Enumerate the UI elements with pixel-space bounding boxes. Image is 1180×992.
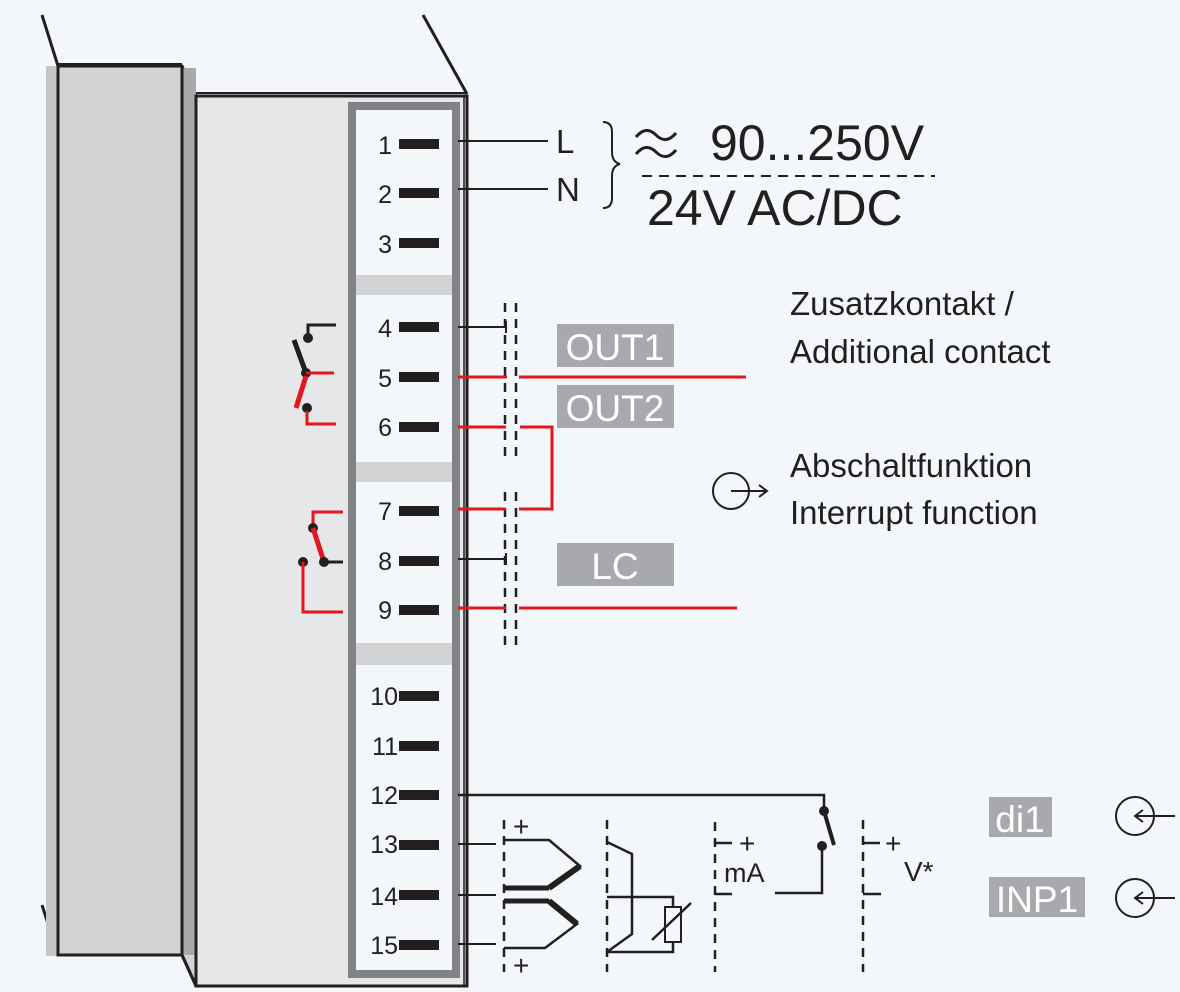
terminal-number: 1	[378, 132, 392, 160]
terminal-screw	[399, 840, 439, 850]
terminal-12[interactable]: 12	[370, 782, 439, 810]
terminal-2[interactable]: 2	[378, 181, 439, 209]
tc-plus-top: +	[513, 811, 529, 842]
terminal-screw	[399, 372, 439, 382]
badge-di1: di1	[989, 797, 1052, 840]
interrupt-output-icon	[712, 472, 769, 510]
terminal-number: 9	[378, 597, 392, 625]
terminal-separator	[356, 462, 452, 482]
svg-text:LC: LC	[591, 546, 638, 587]
badge-lc: LC	[557, 543, 674, 587]
terminal-number: 6	[378, 414, 392, 442]
terminal-number: 3	[378, 231, 392, 259]
terminal-screw	[399, 188, 439, 198]
ac-voltage-range: 90...250V	[710, 115, 925, 171]
terminal-14[interactable]: 14	[370, 883, 439, 911]
note-interrupt-en: Interrupt function	[790, 494, 1038, 531]
badge-inp1: INP1	[989, 877, 1085, 920]
terminal-number: 13	[370, 831, 398, 859]
label-L: L	[556, 123, 574, 160]
terminal-10[interactable]: 10	[370, 683, 439, 711]
wire-terminal-12	[458, 793, 826, 811]
terminal-screw	[399, 322, 439, 332]
terminal-screw	[399, 605, 439, 615]
relay-out1-symbol	[291, 323, 336, 426]
terminal-5[interactable]: 5	[378, 365, 439, 393]
terminal-9[interactable]: 9	[378, 597, 439, 625]
v-plus: +	[885, 828, 901, 859]
svg-text:INP1: INP1	[996, 879, 1078, 920]
terminal-screw	[399, 940, 439, 950]
terminal-6[interactable]: 6	[378, 414, 439, 442]
di1-input-icon	[1115, 796, 1175, 836]
terminal-number: 5	[378, 365, 392, 393]
terminal-4[interactable]: 4	[378, 315, 439, 343]
wire-bridge-6-7	[519, 425, 554, 511]
terminal-number: 4	[378, 315, 392, 343]
rtd-sensor-icon	[606, 840, 692, 954]
tc-plus-bottom: +	[513, 950, 529, 981]
terminal-screw	[399, 506, 439, 516]
terminal-number: 7	[378, 498, 392, 526]
relay-out2-symbol	[298, 510, 343, 614]
terminal-number: 14	[370, 883, 398, 911]
terminal-number: 2	[378, 181, 392, 209]
terminal-screw	[399, 422, 439, 432]
svg-text:di1: di1	[995, 799, 1044, 840]
svg-text:OUT2: OUT2	[566, 388, 665, 429]
note-additional-contact-de: Zusatzkontakt /	[790, 285, 1015, 322]
terminal-separator	[356, 275, 452, 295]
terminal-number: 11	[372, 733, 398, 761]
terminal-screw	[399, 790, 439, 800]
terminal-screw	[399, 238, 439, 248]
terminal-screw	[399, 556, 439, 566]
ma-label: mA	[724, 858, 765, 888]
terminal-screw	[399, 890, 439, 900]
terminal-1[interactable]: 1	[378, 132, 439, 160]
terminal-screw	[399, 139, 439, 149]
brace-icon	[602, 121, 621, 209]
inp1-input-icon	[1115, 878, 1175, 918]
alt-supply-voltage: 24V AC/DC	[647, 180, 903, 236]
v-label: V*	[904, 856, 934, 887]
ac-wave-icon	[634, 129, 678, 158]
terminal-screw	[399, 691, 439, 701]
badge-out2: OUT2	[557, 385, 674, 429]
terminal-8[interactable]: 8	[378, 548, 439, 576]
terminal-7[interactable]: 7	[378, 498, 439, 526]
badge-out1: OUT1	[557, 324, 674, 368]
note-additional-contact-en: Additional contact	[790, 333, 1051, 370]
svg-text:OUT1: OUT1	[566, 327, 665, 368]
ma-plus: +	[739, 828, 755, 859]
terminal-number: 8	[378, 548, 392, 576]
terminal-3[interactable]: 3	[378, 231, 439, 259]
power-supply-section: L N 90...250V 24V AC/DC	[458, 115, 935, 236]
terminal-number: 15	[370, 932, 398, 960]
terminal-13[interactable]: 13	[370, 831, 439, 859]
terminal-separator	[356, 643, 452, 665]
input-wiring: + + + mA + V*	[458, 793, 934, 981]
note-interrupt-de: Abschaltfunktion	[790, 447, 1032, 484]
terminal-15[interactable]: 15	[370, 932, 439, 960]
terminal-11[interactable]: 11	[372, 733, 439, 761]
label-N: N	[556, 171, 580, 208]
thermocouple-icon	[504, 838, 583, 950]
terminal-screw	[399, 741, 439, 751]
terminal-number: 10	[370, 683, 398, 711]
terminal-number: 12	[370, 782, 398, 810]
output-wiring	[458, 303, 746, 645]
terminal-block: 1 2 3 4 5 6 7 8 9 10 11 12 13 14 15	[370, 132, 439, 960]
